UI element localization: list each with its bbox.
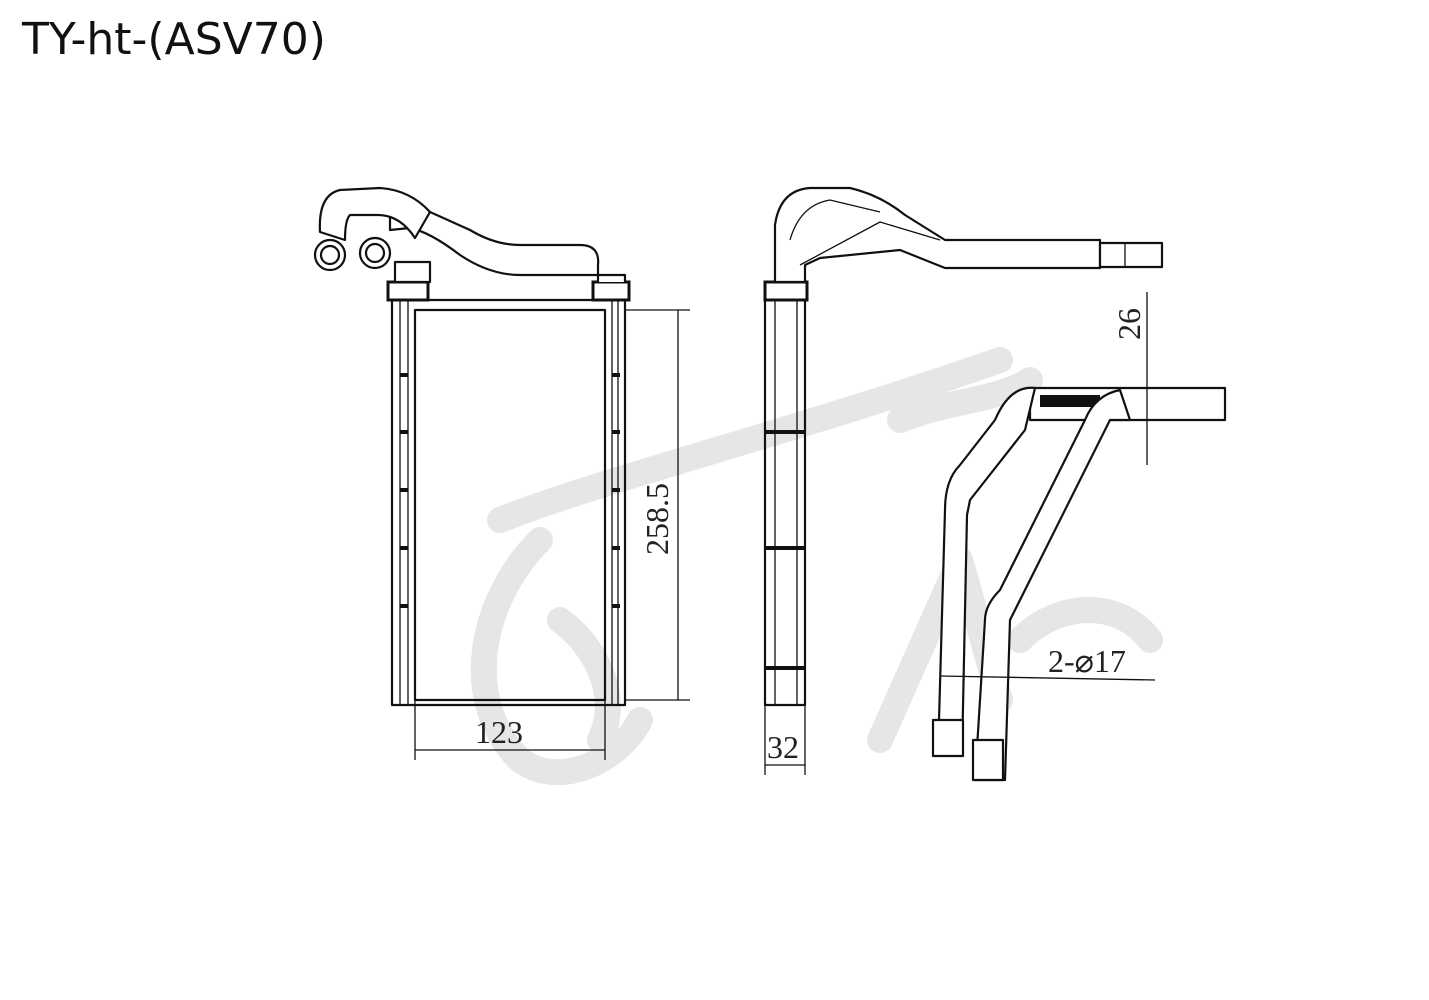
core-width-label: 123 bbox=[475, 714, 523, 750]
drawing-title: TY-ht-(ASV70) bbox=[22, 14, 326, 65]
front-view bbox=[313, 186, 631, 707]
core-height-label: 258.5 bbox=[639, 483, 675, 555]
watermark-logo bbox=[470, 347, 1163, 786]
dimension-core-width: 123 bbox=[414, 700, 606, 760]
dimension-core-depth: 32 bbox=[764, 705, 806, 775]
pipe-view bbox=[931, 386, 1227, 782]
dimension-pipe-spacing: 26 bbox=[1111, 292, 1148, 465]
dimension-pipe-diameter: 2-⌀17 bbox=[939, 643, 1156, 681]
core-depth-label: 32 bbox=[767, 729, 799, 765]
pipe-spacing-label: 26 bbox=[1111, 308, 1147, 340]
side-view bbox=[763, 186, 1164, 707]
dimension-core-height: 258.5 bbox=[625, 309, 690, 701]
pipe-diameter-label: 2-⌀17 bbox=[1048, 643, 1126, 679]
